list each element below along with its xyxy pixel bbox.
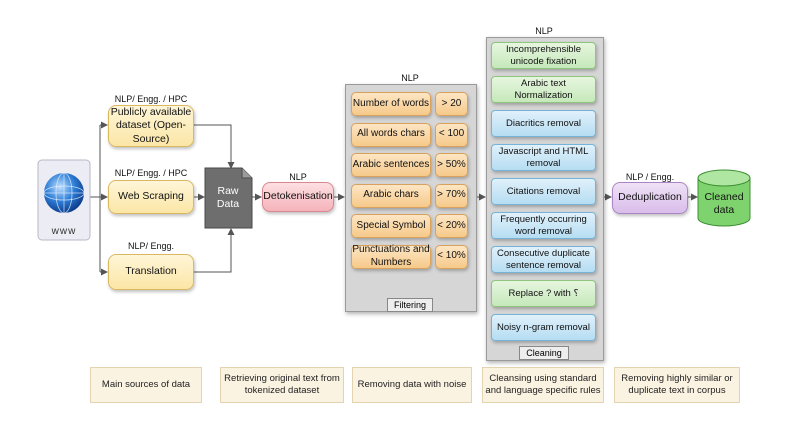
detokenisation-node: Detokenisation: [262, 182, 334, 212]
translation-node: Translation: [108, 254, 194, 290]
desc-sources: Main sources of data: [90, 367, 202, 403]
filter-rule-label: Punctuations and Numbers: [351, 244, 431, 269]
raw-data-label: Raw Data: [216, 185, 240, 211]
filter-rule-label: Special Symbol: [351, 214, 431, 238]
desc-deduplication: Removing highly similar or duplicate tex…: [614, 367, 740, 403]
filter-rule-label: Number of words: [351, 92, 431, 116]
public-dataset-node: Publicly available dataset (Open-Source): [108, 105, 194, 147]
www-globe-icon: [37, 159, 91, 241]
filter-rule-label: Arabic sentences: [351, 153, 431, 177]
www-label: www: [51, 226, 77, 237]
filter-rule-threshold: > 20: [435, 92, 468, 116]
cleaned-data-label: Cleaned data: [704, 191, 744, 217]
desc-filtering: Removing data with noise: [352, 367, 472, 403]
cleaning-step: Frequently occurring word removal: [491, 212, 596, 239]
desc-cleaning: Cleansing using standard and language sp…: [482, 367, 604, 403]
filter-rule-threshold: < 100: [435, 122, 468, 147]
cleaning-step: Diacritics removal: [491, 110, 596, 137]
raw-data-shape: [204, 167, 253, 229]
cleaning-step: Citations removal: [491, 178, 596, 205]
dataset-tag: NLP/ Engg. / HPC: [114, 94, 188, 104]
filter-rule-label: All words chars: [351, 122, 431, 147]
cleaning-step: Incomprehensible unicode fixation: [491, 42, 596, 69]
filtering-tag: NLP: [401, 73, 419, 83]
translation-tag: NLP/ Engg.: [127, 241, 175, 251]
cleaning-caption: Cleaning: [519, 346, 569, 360]
filter-rule-threshold: > 70%: [435, 183, 468, 208]
cleaning-step: Consecutive duplicate sentence removal: [491, 246, 596, 273]
filter-rule-threshold: > 50%: [435, 153, 468, 177]
arrow-translation-to-raw: [194, 228, 235, 273]
filter-rule-threshold: < 10%: [435, 244, 468, 269]
arrow-dataset-to-raw: [194, 124, 235, 169]
cleaning-tag: NLP: [535, 26, 553, 36]
cleaning-step: Noisy n-gram removal: [491, 314, 596, 341]
filter-rule-label: Arabic chars: [351, 183, 431, 208]
cleaning-step: Arabic text Normalization: [491, 76, 596, 103]
deduplication-node: Deduplication: [612, 182, 688, 214]
cleaned-data-cylinder: [697, 169, 751, 227]
web-scraping-node: Web Scraping: [108, 180, 194, 214]
detok-tag: NLP: [289, 172, 307, 182]
filter-rule-threshold: < 20%: [435, 214, 468, 238]
dedup-tag: NLP / Engg.: [625, 172, 675, 182]
desc-detokenisation: Retrieving original text from tokenized …: [220, 367, 344, 403]
scraping-tag: NLP/ Engg. / HPC: [114, 168, 188, 178]
cleaning-step: Replace ? with ؟: [491, 280, 596, 307]
cleaning-step: Javascript and HTML removal: [491, 144, 596, 171]
filtering-caption: Filtering: [387, 298, 433, 312]
